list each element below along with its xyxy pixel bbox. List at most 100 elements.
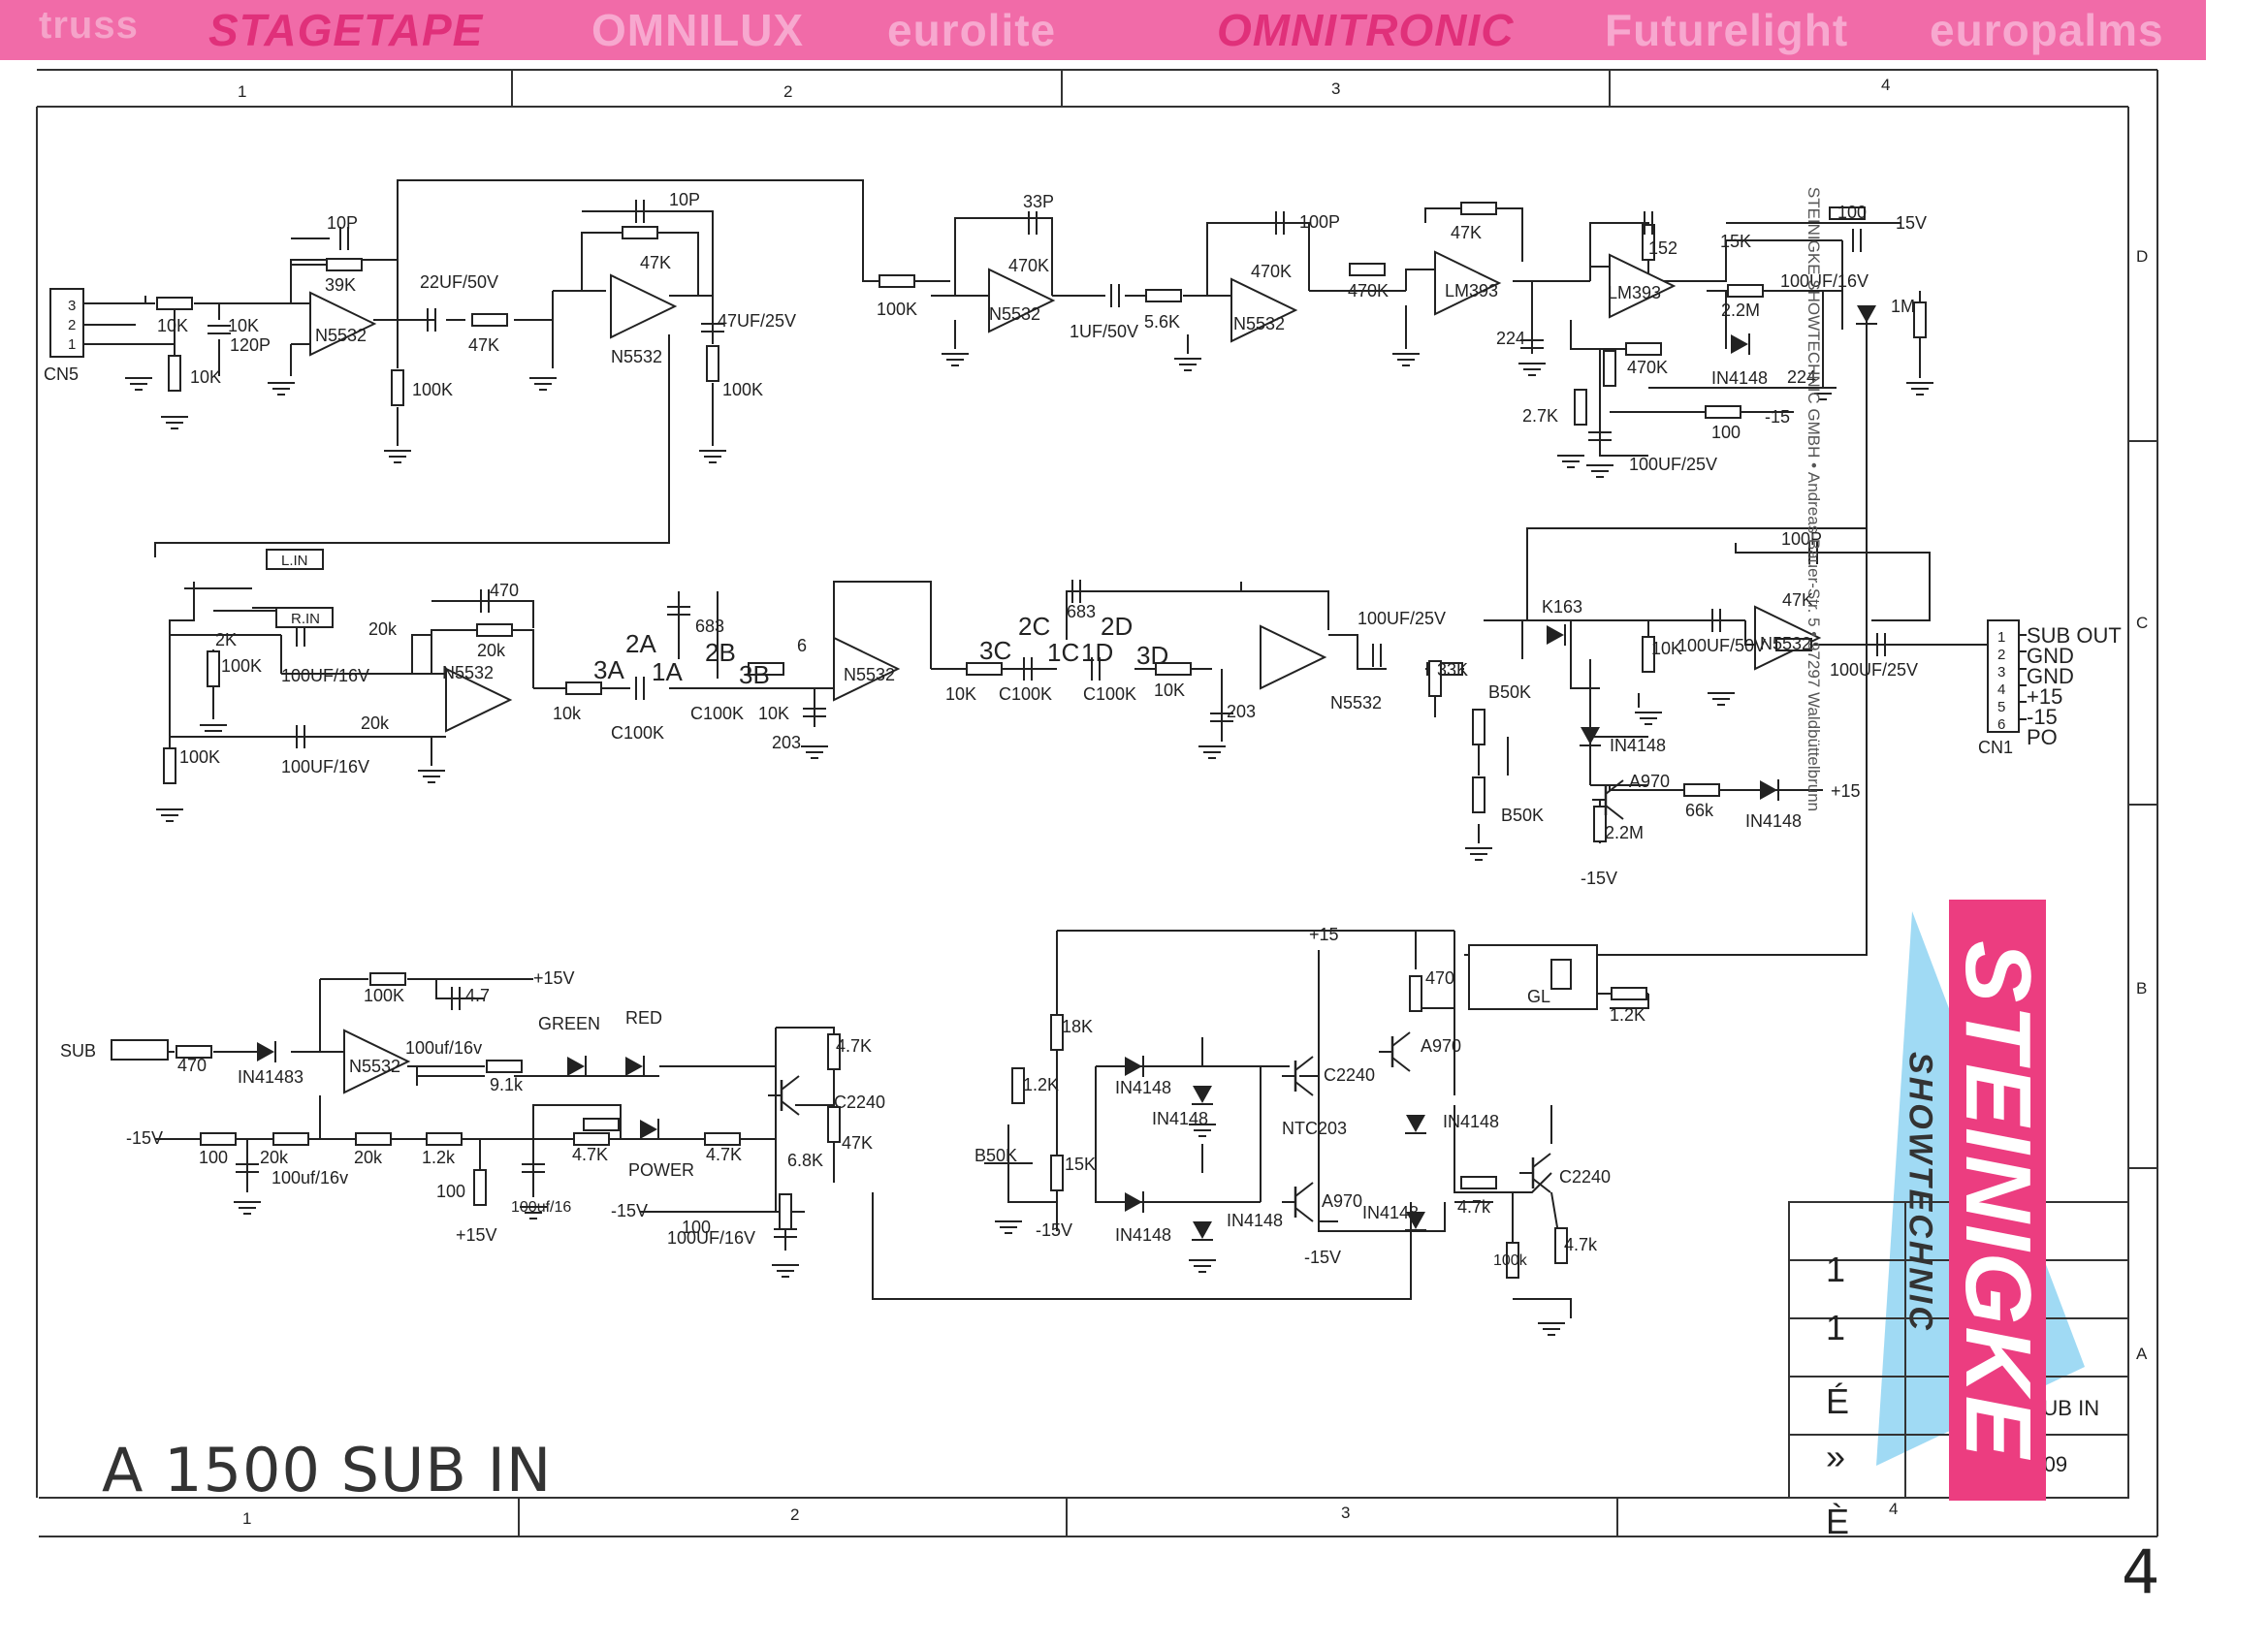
label: 47K <box>640 253 671 272</box>
label: 2K <box>215 630 237 649</box>
row-label: B <box>2136 979 2147 998</box>
label: -15V <box>1304 1248 1341 1267</box>
transistor <box>1377 1030 1412 1073</box>
label: 100UF/50V <box>1677 636 1766 655</box>
ground-symbol <box>1707 692 1736 706</box>
label: 2B <box>705 638 736 667</box>
label: 152 <box>1648 238 1677 258</box>
ground-symbol <box>1198 745 1227 759</box>
label: 100 <box>682 1218 711 1237</box>
label: 203 <box>1227 702 1256 721</box>
label: 33P <box>1023 192 1054 211</box>
resistor <box>878 274 915 288</box>
label: 10K <box>1154 681 1185 700</box>
label: 33K <box>1437 660 1468 680</box>
label: 2.2M <box>1605 823 1644 842</box>
label: PO <box>2027 725 2058 749</box>
resistor <box>779 1193 792 1230</box>
resistor <box>369 972 406 986</box>
resistor <box>168 355 181 392</box>
label: GREEN <box>538 1014 600 1033</box>
transistor <box>1517 1152 1552 1194</box>
diode <box>624 1055 645 1078</box>
diode <box>1404 1114 1427 1134</box>
row-label: C <box>2136 614 2148 632</box>
label: 47K <box>468 335 499 355</box>
label: GL <box>1527 987 1550 1006</box>
resistor <box>1727 284 1764 298</box>
label: IN4148 <box>1362 1203 1419 1222</box>
label: 15V <box>1896 213 1927 233</box>
logo-word-text: STEINIGKE <box>1946 940 2050 1460</box>
diode <box>1124 1190 1144 1214</box>
label: 3D <box>1136 641 1168 670</box>
label: POWER <box>628 1160 694 1180</box>
label: 120P <box>230 335 271 355</box>
page-number: 4 <box>2122 1536 2160 1607</box>
label: 1.2K <box>1023 1075 1059 1094</box>
label: N5532 <box>1330 693 1382 713</box>
company-watermark: STEINIGKE SHOWTECHNIC GMBH • Andreas-Bau… <box>1799 184 1828 814</box>
label: IN41483 <box>238 1067 303 1087</box>
capacitor <box>1372 643 1382 668</box>
label: 4.7K <box>706 1145 742 1164</box>
label: 10K <box>1651 639 1682 658</box>
resistor <box>1603 350 1616 387</box>
photoresistor <box>1550 959 1572 990</box>
transistor <box>766 1074 801 1117</box>
resistor <box>1611 987 1647 1000</box>
label: N5532 <box>315 326 367 345</box>
resistor <box>272 1132 309 1146</box>
label: NTC203 <box>1282 1119 1347 1138</box>
label: 20k <box>260 1148 289 1167</box>
label: 1 <box>68 336 76 353</box>
label: C2240 <box>1324 1065 1375 1085</box>
label: 100P <box>1781 529 1822 549</box>
ground-symbol <box>124 377 153 391</box>
drawing-frame <box>36 69 2158 1537</box>
label: 470K <box>1627 358 1668 377</box>
resistor <box>1913 301 1927 338</box>
label: 100uf/16 <box>511 1199 571 1216</box>
capacitor <box>1028 210 1038 236</box>
label: IN4148 <box>1152 1109 1208 1128</box>
label: 100P <box>1299 212 1340 232</box>
label: 10P <box>327 213 358 233</box>
label: 100 <box>1711 423 1741 442</box>
label: 100 <box>436 1182 465 1201</box>
resistor <box>156 297 193 310</box>
components <box>49 199 2020 1336</box>
label: 4.7 <box>465 986 490 1005</box>
label: 100UF/16V <box>1780 271 1869 291</box>
label: 100K <box>179 747 220 767</box>
col-label-top: 4 <box>1881 76 1890 94</box>
title-block-mark: 1 <box>1826 1250 1845 1289</box>
label: 15K <box>1720 232 1751 251</box>
label: 1.2k <box>422 1148 456 1167</box>
label: LM393 <box>1445 281 1498 301</box>
label: 6 <box>797 636 807 655</box>
frame-labels: 1 2 3 4 1 2 3 4 D C B A <box>238 76 2148 1528</box>
label: 10K <box>945 684 976 704</box>
resistor <box>1472 776 1485 813</box>
label: 470 <box>490 581 519 600</box>
resistor <box>1574 389 1587 426</box>
label: 20k <box>361 713 390 733</box>
ground-symbol <box>155 808 184 822</box>
label: GND <box>2027 664 2074 688</box>
label: 5 <box>1997 699 2005 715</box>
label: C2240 <box>1559 1167 1611 1187</box>
diode <box>639 1118 659 1141</box>
brand-europalms: europalms <box>1930 5 2164 55</box>
label: N5532 <box>1233 314 1285 333</box>
diode <box>1730 333 1750 356</box>
label: SUB OUT <box>2027 623 2122 648</box>
capacitor <box>635 676 645 701</box>
ground-symbol <box>771 1264 800 1278</box>
label: C100K <box>611 723 664 743</box>
label: IN4148 <box>1711 368 1768 388</box>
label: 47K <box>1451 223 1482 242</box>
ground-symbol <box>994 1220 1023 1234</box>
label: 100 <box>1837 203 1867 222</box>
